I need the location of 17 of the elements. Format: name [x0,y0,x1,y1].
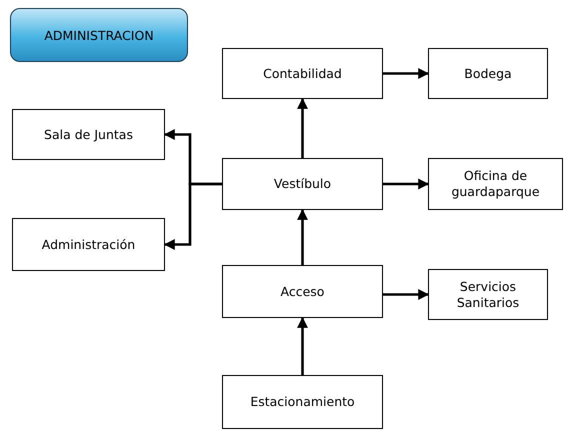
room-box: Contabilidad [222,48,383,99]
arrow [383,289,430,300]
room-box: Oficina de guardaparque [428,158,563,210]
arrow [297,98,308,158]
arrow [297,316,308,375]
room-box: Administración [12,218,165,271]
room-box: Vestíbulo [222,158,383,210]
title-badge: ADMINISTRACION [10,8,188,62]
room-box: Servicios Sanitarios [428,269,548,320]
room-box: Sala de Juntas [12,109,165,160]
arrow [383,178,430,190]
room-box: Estacionamiento [222,375,383,429]
arrow [383,68,430,79]
arrow [297,208,308,265]
arrow [164,182,222,250]
room-box: Bodega [428,48,548,99]
room-box: Acceso [222,265,383,318]
